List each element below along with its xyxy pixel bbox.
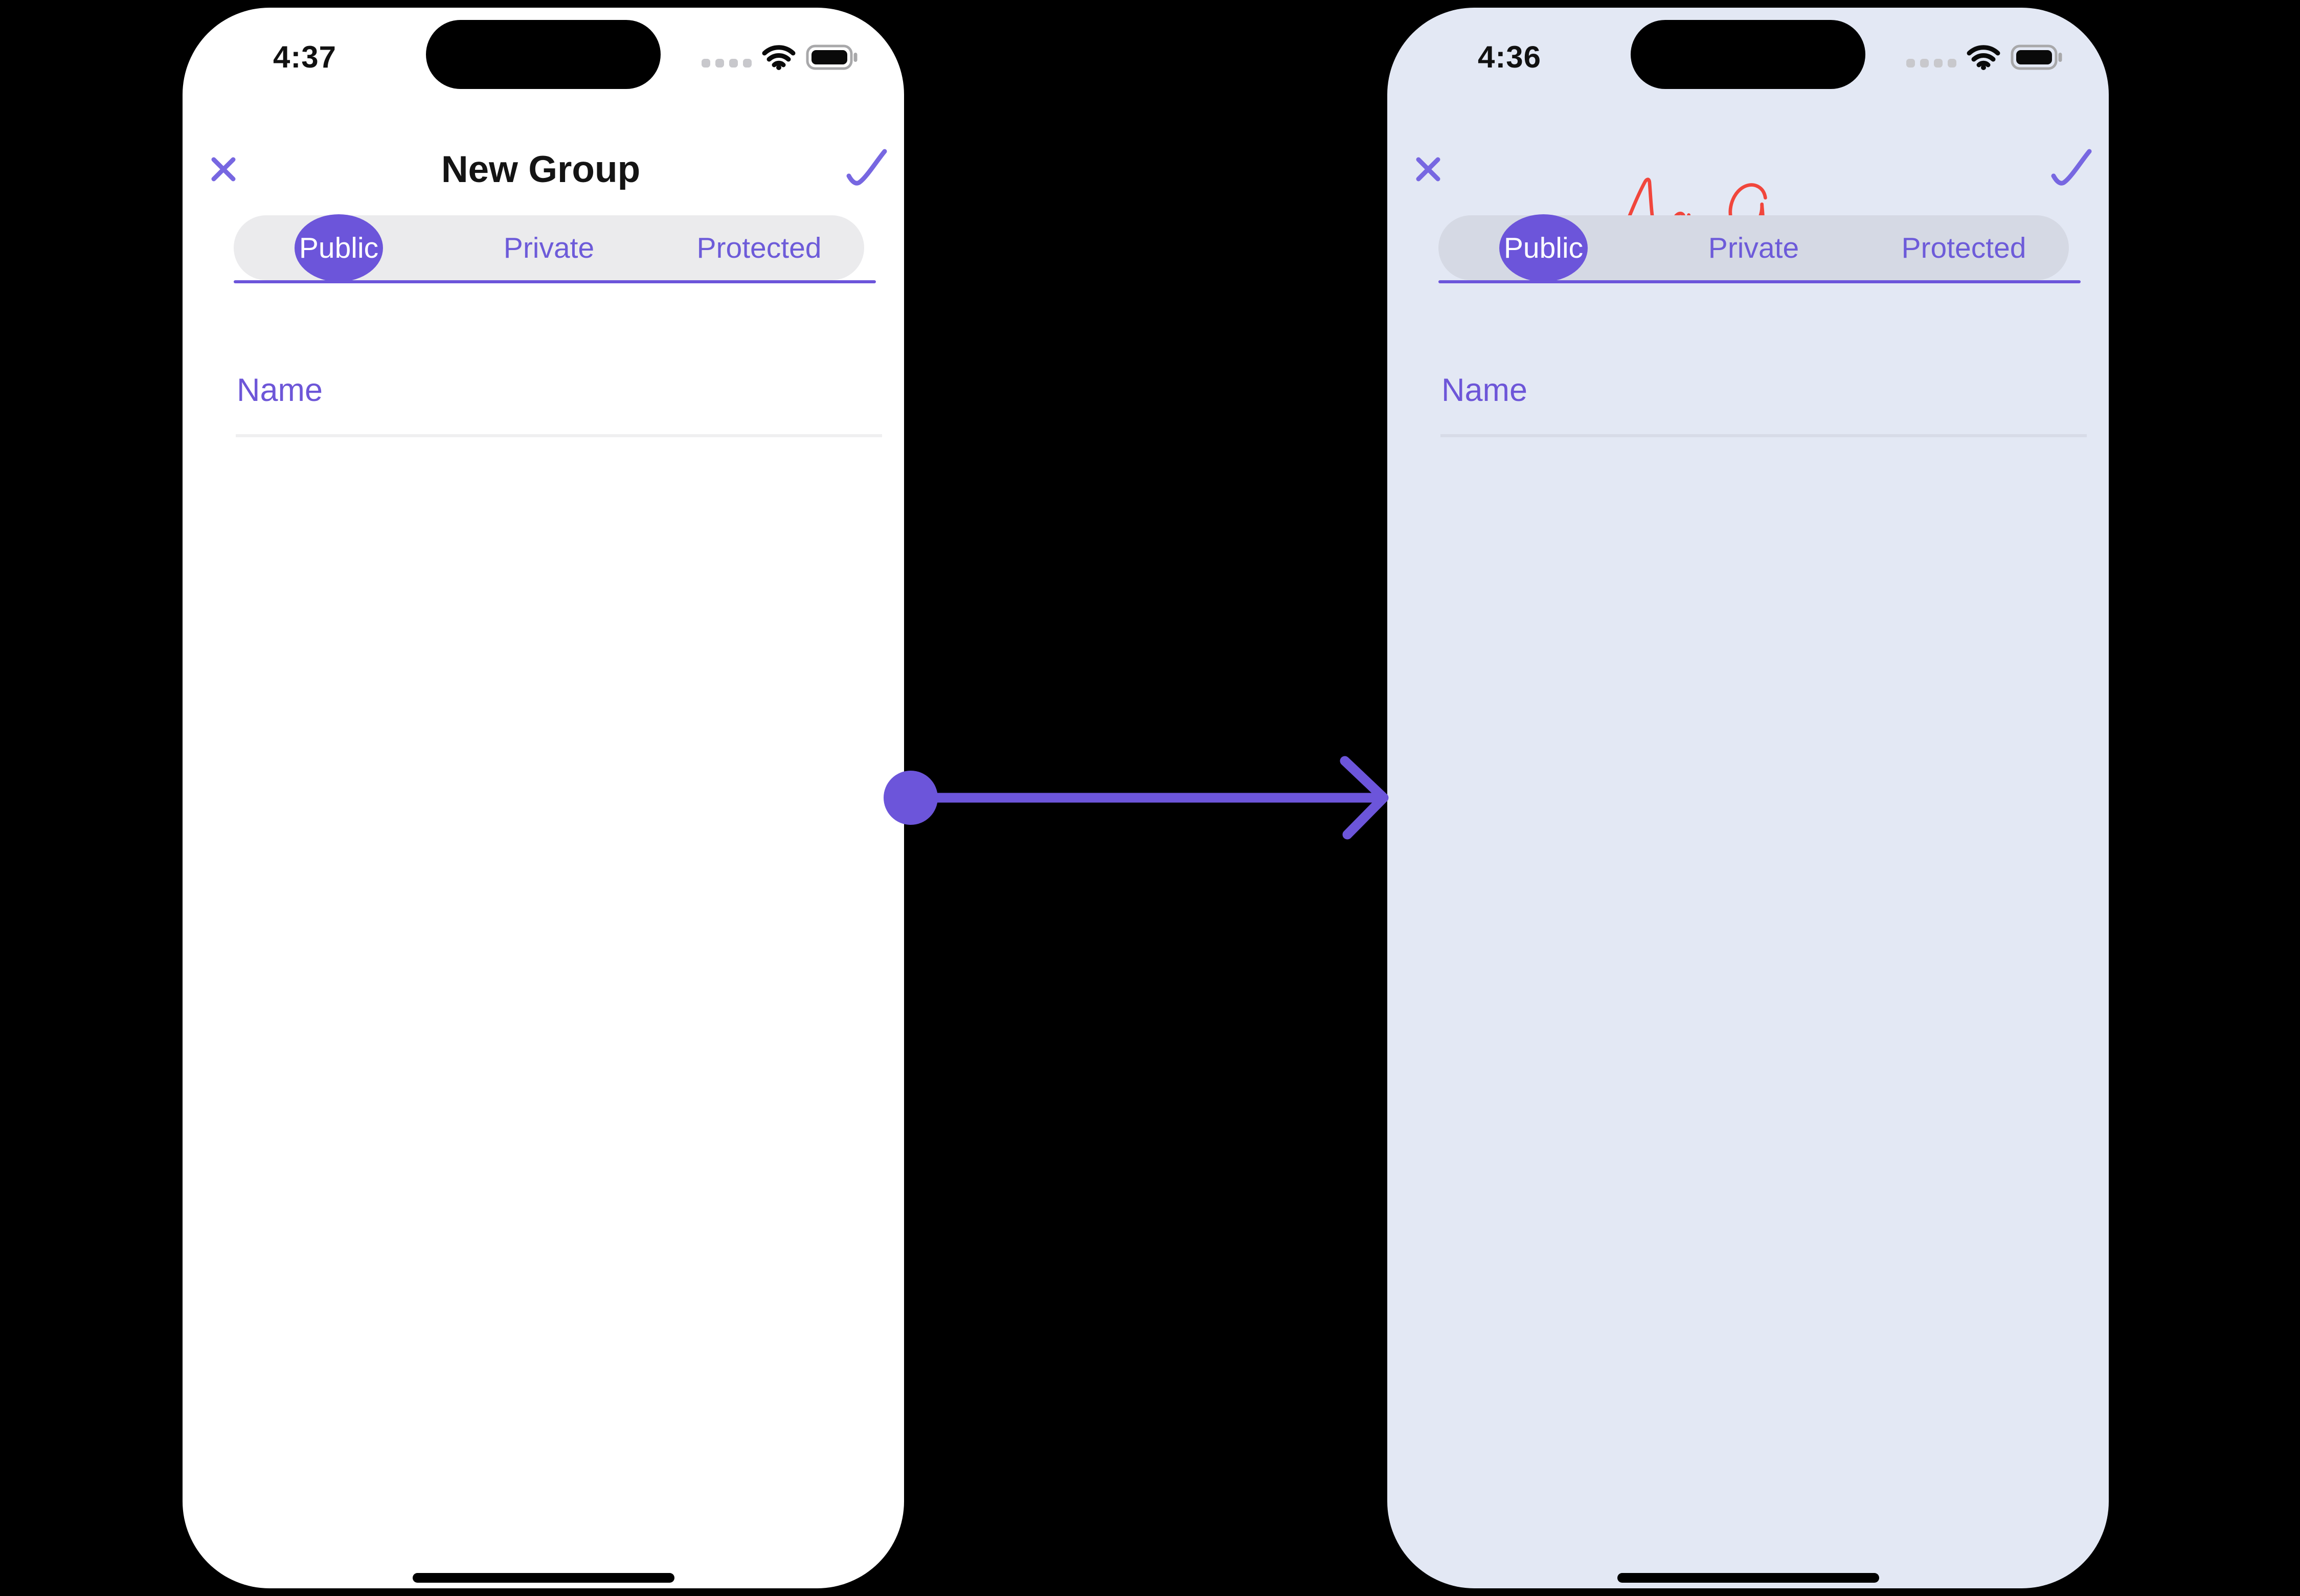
close-icon: [211, 157, 236, 182]
cellular-dots-icon: [1906, 58, 1956, 68]
home-indicator: [412, 1573, 674, 1583]
tabs-underline: [234, 280, 876, 283]
tab-public[interactable]: Public: [1438, 215, 1649, 280]
group-name-input[interactable]: [236, 359, 882, 437]
phone-before: 4:37 New Group Pu: [183, 8, 904, 1588]
confirm-button[interactable]: [845, 147, 889, 191]
status-icons: [702, 44, 859, 70]
selected-tab-indicator: [1499, 214, 1588, 282]
group-name-input[interactable]: [1440, 359, 2087, 437]
close-button[interactable]: [1415, 156, 1441, 183]
page-title: New Group: [441, 148, 641, 190]
tab-private[interactable]: Private: [444, 215, 654, 280]
checkmark-icon: [846, 149, 887, 186]
close-icon: [1416, 157, 1440, 182]
dynamic-island: [425, 20, 661, 89]
battery-icon: [2011, 44, 2062, 70]
visibility-segmented-control: Public Private Protected: [234, 214, 864, 282]
dynamic-island: [1630, 20, 1865, 89]
status-icons: [1906, 44, 2064, 70]
home-indicator: [1617, 1573, 1879, 1583]
tab-protected[interactable]: Protected: [654, 215, 864, 280]
tab-protected[interactable]: Protected: [1859, 215, 2069, 280]
status-time: 4:36: [1477, 40, 1542, 74]
nav-bar: [1415, 140, 2093, 255]
battery-icon: [806, 44, 858, 70]
close-button[interactable]: [210, 156, 237, 183]
confirm-button[interactable]: [2049, 147, 2093, 191]
selected-tab-indicator: [295, 214, 383, 282]
phone-after: 4:36: [1387, 8, 2109, 1588]
wifi-icon: [762, 45, 796, 70]
tab-public[interactable]: Public: [234, 215, 444, 280]
cellular-dots-icon: [702, 58, 752, 68]
tab-private[interactable]: Private: [1649, 215, 1859, 280]
visibility-segmented-control: Public Private Protected: [1438, 214, 2069, 282]
status-time: 4:37: [273, 40, 337, 74]
checkmark-icon: [2051, 149, 2092, 186]
arrow-right-icon: [884, 756, 1389, 840]
wifi-icon: [1967, 45, 2000, 70]
tabs-underline: [1438, 280, 2081, 283]
nav-bar: New Group: [210, 140, 889, 199]
